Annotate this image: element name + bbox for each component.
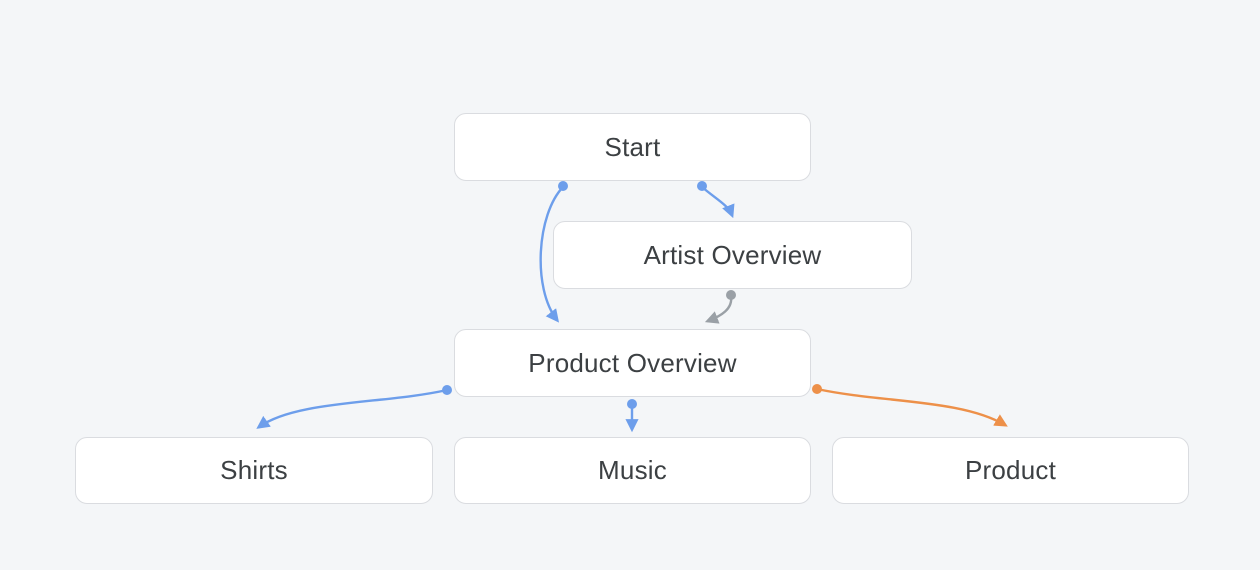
node-product-label: Product	[964, 455, 1056, 485]
node-shirts-label: Shirts	[220, 455, 288, 485]
node-artist-overview-label: Artist Overview	[643, 239, 822, 270]
node-artist-overview[interactable]: Artist Overview	[553, 221, 912, 289]
node-start-label: Start	[604, 131, 661, 162]
edge-artist-overview-to-product-overview	[704, 290, 736, 324]
edge-start-to-artist-overview	[697, 181, 735, 219]
edge-product-overview-to-music	[625, 399, 639, 433]
node-product[interactable]: Product	[832, 437, 1189, 504]
edge-product-overview-to-shirts	[256, 385, 452, 429]
node-start[interactable]: Start	[454, 113, 811, 181]
node-shirts[interactable]: Shirts	[75, 437, 433, 504]
node-product-overview[interactable]: Product Overview	[454, 329, 811, 397]
node-product-overview-label: Product Overview	[528, 347, 737, 378]
node-music-label: Music	[598, 455, 667, 485]
edge-product-overview-to-product	[812, 384, 1008, 427]
node-music[interactable]: Music	[454, 437, 811, 504]
